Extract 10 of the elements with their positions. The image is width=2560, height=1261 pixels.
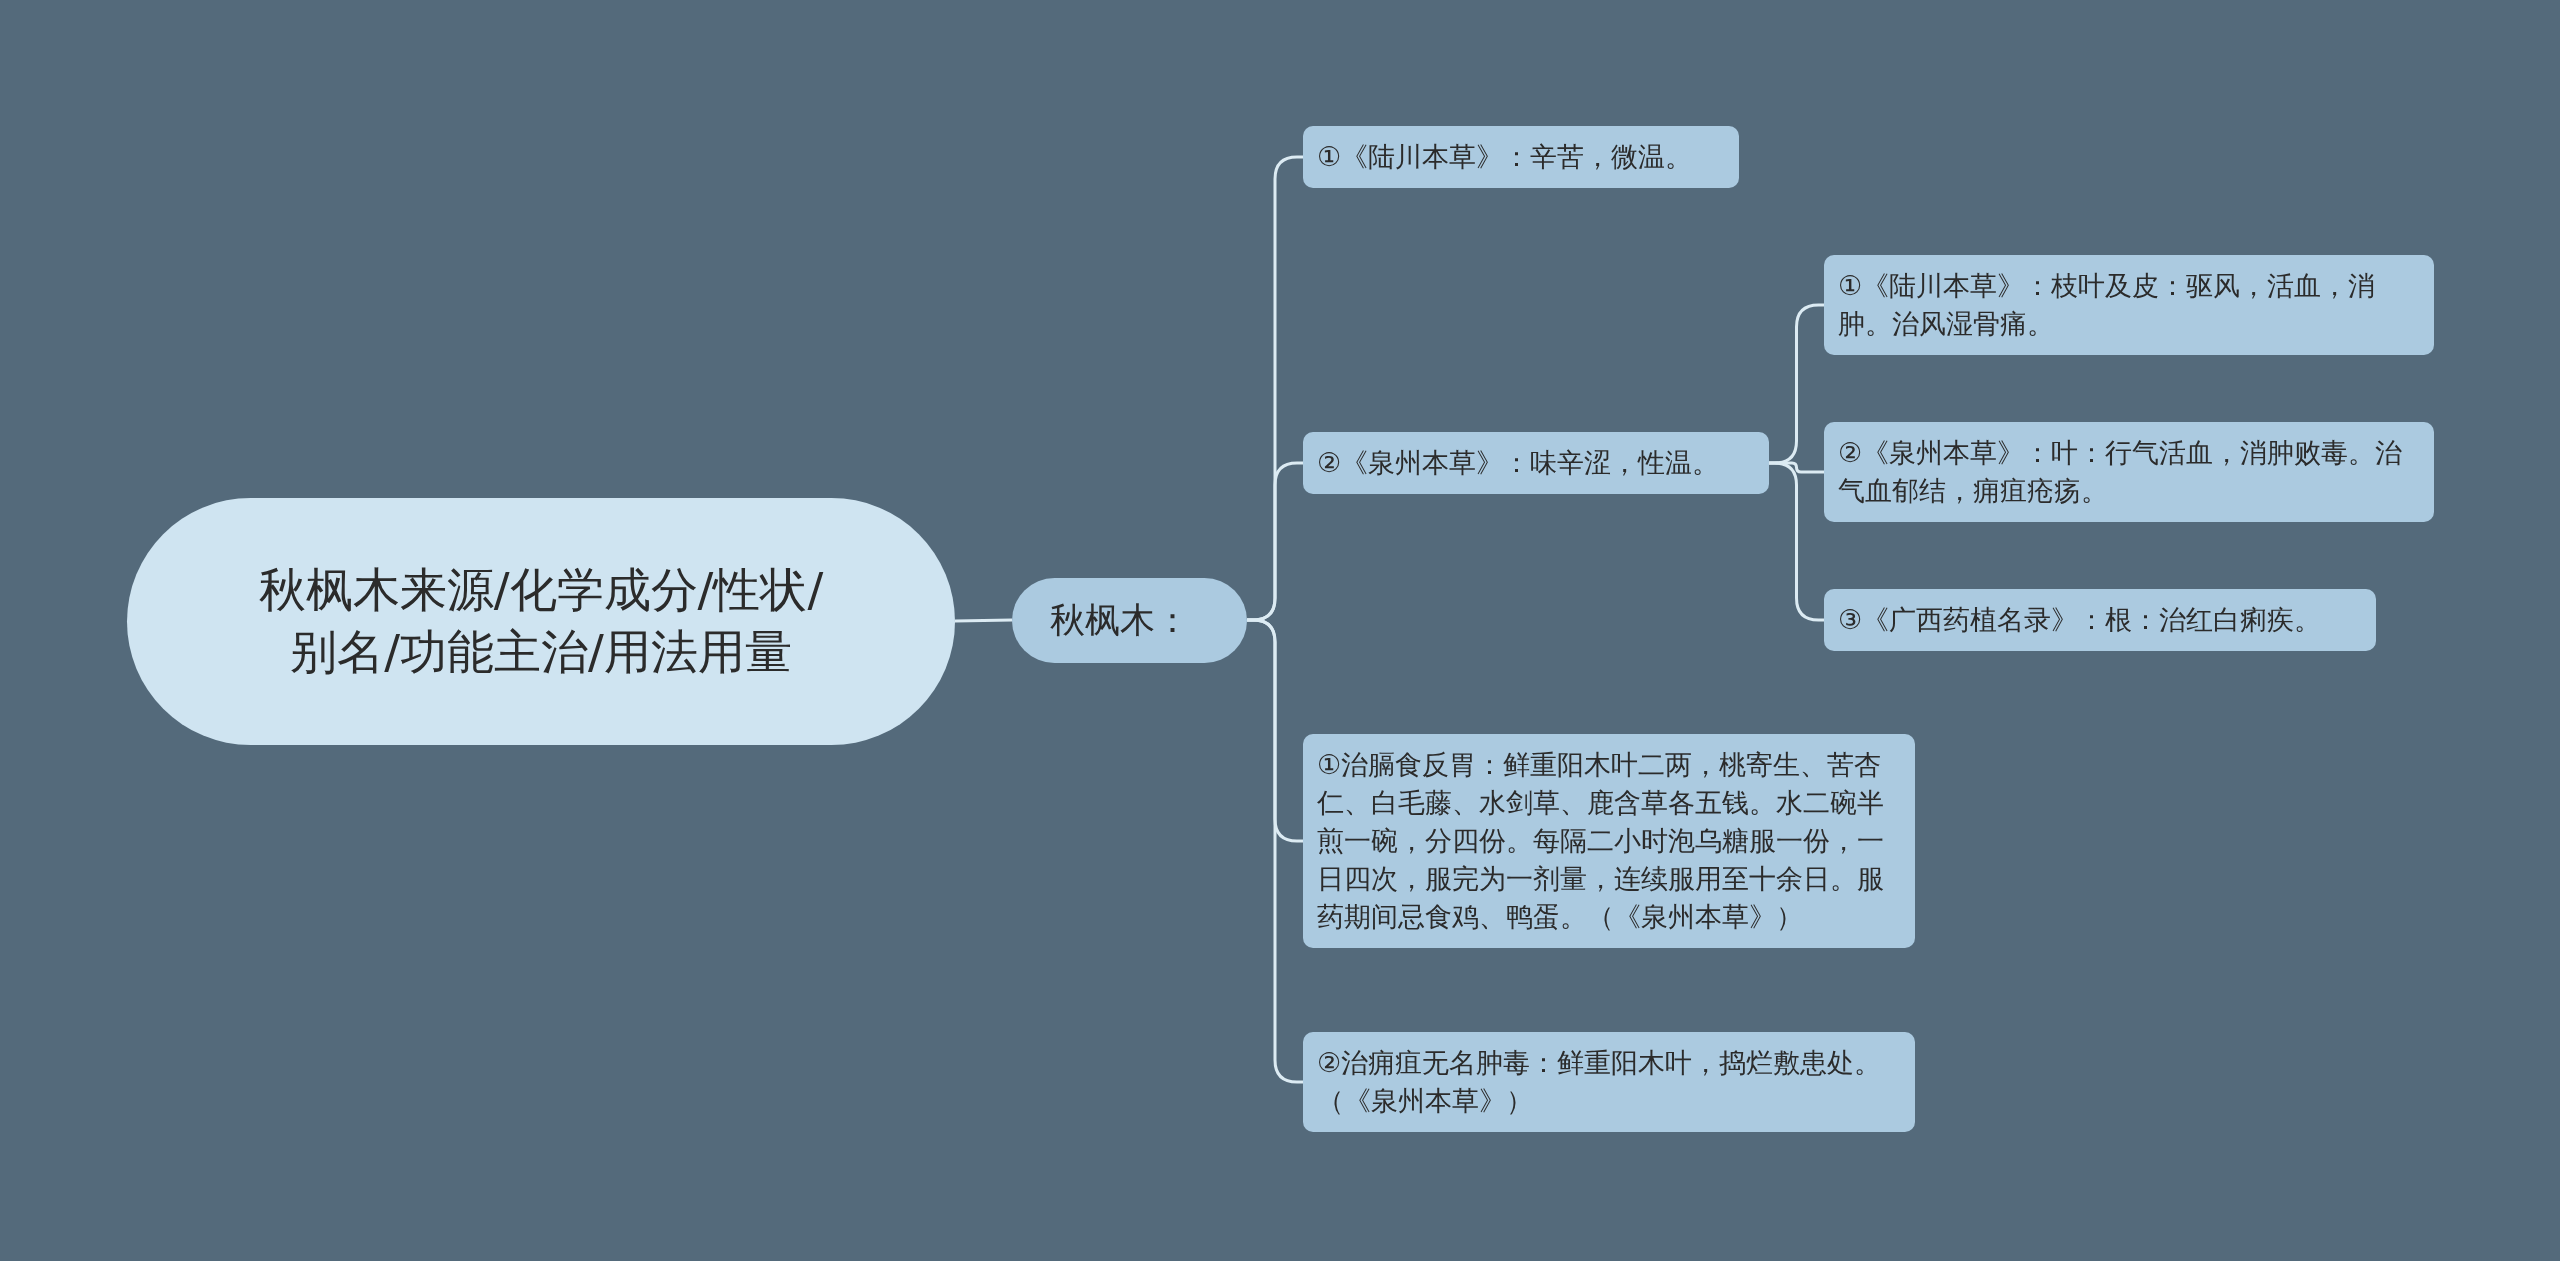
text-box: ③《广西药植名录》：根：治红白痢疾。 [1824, 589, 2376, 651]
connector-line [954, 618, 1013, 623]
text-box: ①治膈食反胃：鲜重阳木叶二两，桃寄生、苦杏仁、白毛藤、水剑草、鹿含草各五钱。水二碗半煎一碗，分四份。每隔二小时泡乌糖服一份，一日四次，服完为一剂量，连续服用至十余日。服药期间忌食鸡、鸭蛋。（《泉州本草》） [1303, 734, 1915, 948]
text-box: ②治痈疽无名肿毒：鲜重阳木叶，捣烂敷患处。（《泉州本草》） [1303, 1032, 1915, 1132]
text-box: ①《陆川本草》：辛苦，微温。 [1303, 126, 1739, 188]
text-box: ②《泉州本草》：叶：行气活血，消肿败毒。治气血郁结，痈疽疮疡。 [1824, 422, 2434, 522]
topic-box: 秋枫木： [1012, 577, 1247, 663]
topic-box: 秋枫木来源/化学成分/性状/别名/功能主治/用法用量 [127, 497, 955, 745]
text-box: ①《陆川本草》：枝叶及皮：驱风，活血，消肿。治风湿骨痛。 [1824, 255, 2434, 355]
text-box: ②《泉州本草》：味辛涩，性温。 [1303, 432, 1769, 494]
